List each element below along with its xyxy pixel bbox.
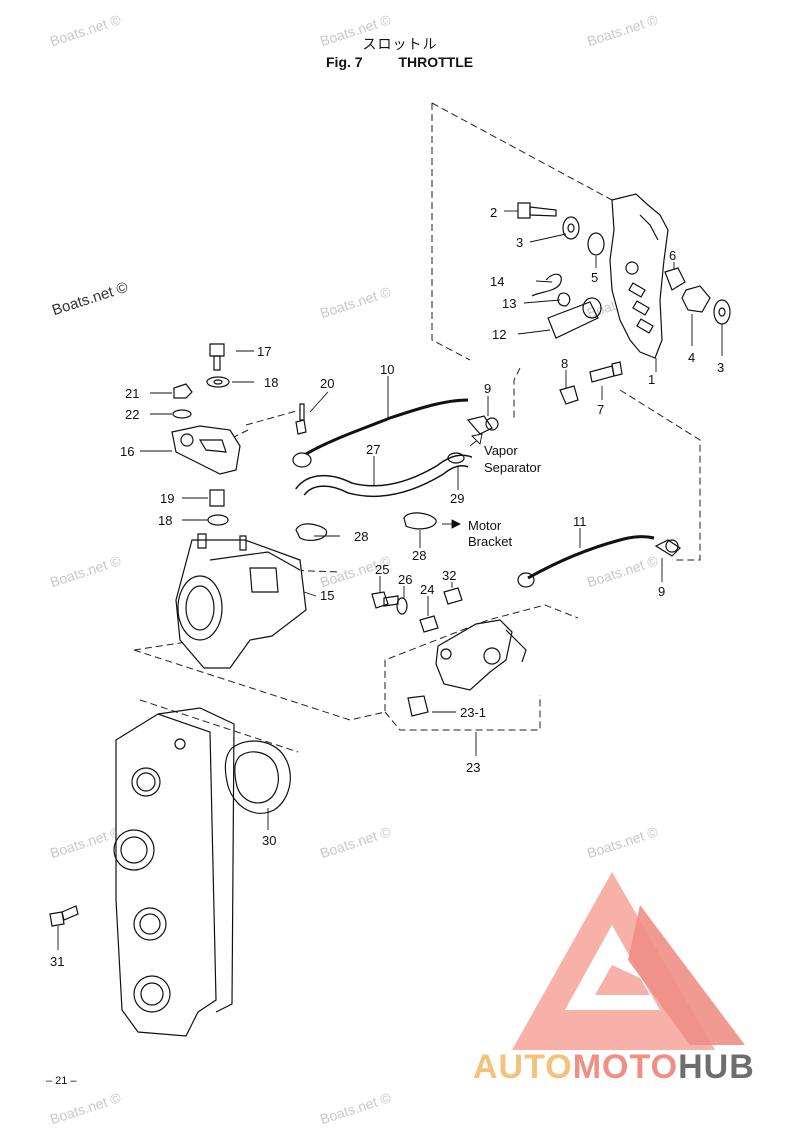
callout-16: 16 bbox=[120, 444, 134, 459]
callout-15: 15 bbox=[320, 588, 334, 603]
callout-10: 10 bbox=[380, 362, 394, 377]
callout-23: 23 bbox=[466, 760, 480, 775]
callout-32: 32 bbox=[442, 568, 456, 583]
figure-title-text: THROTTLE bbox=[398, 54, 474, 70]
callout-21: 21 bbox=[125, 386, 139, 401]
callout-31: 31 bbox=[50, 954, 64, 969]
figure-title: Fig. 7 THROTTLE bbox=[326, 54, 473, 70]
callout-19: 19 bbox=[160, 491, 174, 506]
callout-4: 4 bbox=[688, 350, 695, 365]
brand-part: HUB bbox=[678, 1048, 755, 1086]
callout-9: 9 bbox=[484, 381, 491, 396]
callout-11: 11 bbox=[573, 514, 587, 529]
vapor-separator-label: Vapor bbox=[484, 443, 518, 458]
callout-5: 5 bbox=[591, 270, 598, 285]
callout-26: 26 bbox=[398, 572, 412, 587]
automotohub-logo-icon bbox=[512, 872, 745, 1050]
callout-12: 12 bbox=[492, 327, 506, 342]
callout-28: 28 bbox=[354, 529, 368, 544]
callout-3: 3 bbox=[717, 360, 724, 375]
callout-2: 2 bbox=[490, 205, 497, 220]
figure-number: Fig. 7 bbox=[326, 54, 363, 70]
title-japanese: スロットル bbox=[362, 37, 438, 53]
callout-3: 3 bbox=[516, 235, 523, 250]
callout-22: 22 bbox=[125, 407, 139, 422]
callout-13: 13 bbox=[502, 296, 516, 311]
callout-labels: 1 2 3 3 4 5 6 7 8 9 9 10 11 12 13 14 15 … bbox=[50, 205, 724, 969]
callout-28: 28 bbox=[412, 548, 426, 563]
vapor-separator-label: Separator bbox=[484, 460, 542, 475]
motor-bracket-label: Motor bbox=[468, 518, 502, 533]
callout-9: 9 bbox=[658, 584, 665, 599]
callout-20: 20 bbox=[320, 376, 334, 391]
callout-18: 18 bbox=[158, 513, 172, 528]
callout-7: 7 bbox=[597, 402, 604, 417]
callout-25: 25 bbox=[375, 562, 389, 577]
motor-bracket-label: Bracket bbox=[468, 534, 512, 549]
callout-8: 8 bbox=[561, 356, 568, 371]
callout-17: 17 bbox=[257, 344, 271, 359]
callout-6: 6 bbox=[669, 248, 676, 263]
callout-1: 1 bbox=[648, 372, 655, 387]
callout-27: 27 bbox=[366, 442, 380, 457]
callout-23-1: 23-1 bbox=[460, 705, 486, 720]
automotohub-wordmark: AUTOMOTOHUB bbox=[473, 1048, 755, 1087]
brand-part: AUTO bbox=[473, 1048, 573, 1086]
assembly-outline bbox=[133, 102, 701, 753]
callout-14: 14 bbox=[490, 274, 504, 289]
callout-18: 18 bbox=[264, 375, 278, 390]
leader-lines bbox=[57, 210, 723, 950]
callout-24: 24 bbox=[420, 582, 434, 597]
callout-29: 29 bbox=[450, 491, 464, 506]
brand-part: MOTO bbox=[572, 1048, 679, 1086]
component-drawings bbox=[49, 193, 731, 1037]
callout-30: 30 bbox=[262, 833, 276, 848]
page-number: – 21 – bbox=[46, 1075, 77, 1087]
